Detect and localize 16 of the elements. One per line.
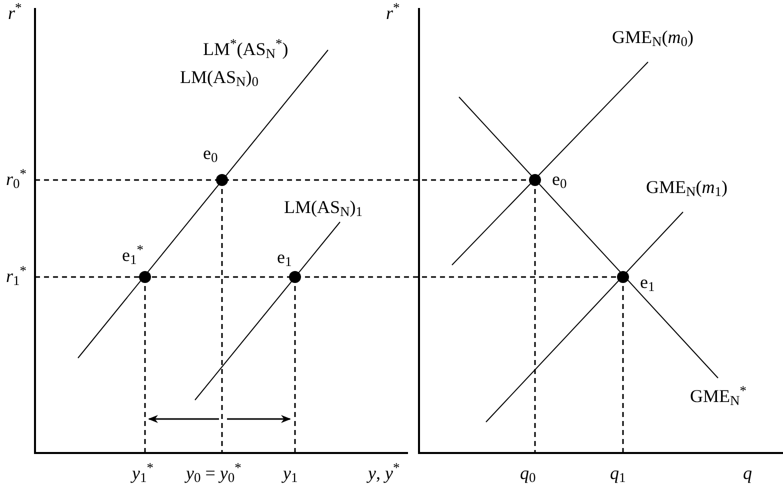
curve-label: LM(AS$_{N}$)$_{1}$ [284, 196, 363, 218]
axis-tick-label: q$_{0}$ [520, 462, 536, 484]
point-label: e$_{0}$ [552, 168, 567, 190]
axis-tick-label: y$_{1}$ [283, 462, 298, 484]
axis-tick-label: q$_{1}$ [610, 462, 626, 484]
axis-label: r$^{*}$ [386, 2, 400, 24]
point-label: e$_{1}$ [277, 246, 292, 268]
axis-label: q [743, 462, 752, 484]
curve-label: LM$^{*}$(AS$_{N}$$^{*}$) [203, 38, 288, 60]
axis-label: r$^{*}$ [8, 2, 22, 24]
curve-label: GME$_{N}$(m$_{1}$) [646, 176, 728, 198]
point-label: e$_{1}$ [640, 271, 655, 293]
curve-label: GME$_{N}$(m$_{0}$) [612, 26, 694, 48]
curve-label: LM(AS$_{N}$)$_{0}$ [180, 66, 259, 88]
axis-label: y, y$^{*}$ [368, 462, 400, 484]
point-label: e$_{0}$ [203, 142, 218, 164]
